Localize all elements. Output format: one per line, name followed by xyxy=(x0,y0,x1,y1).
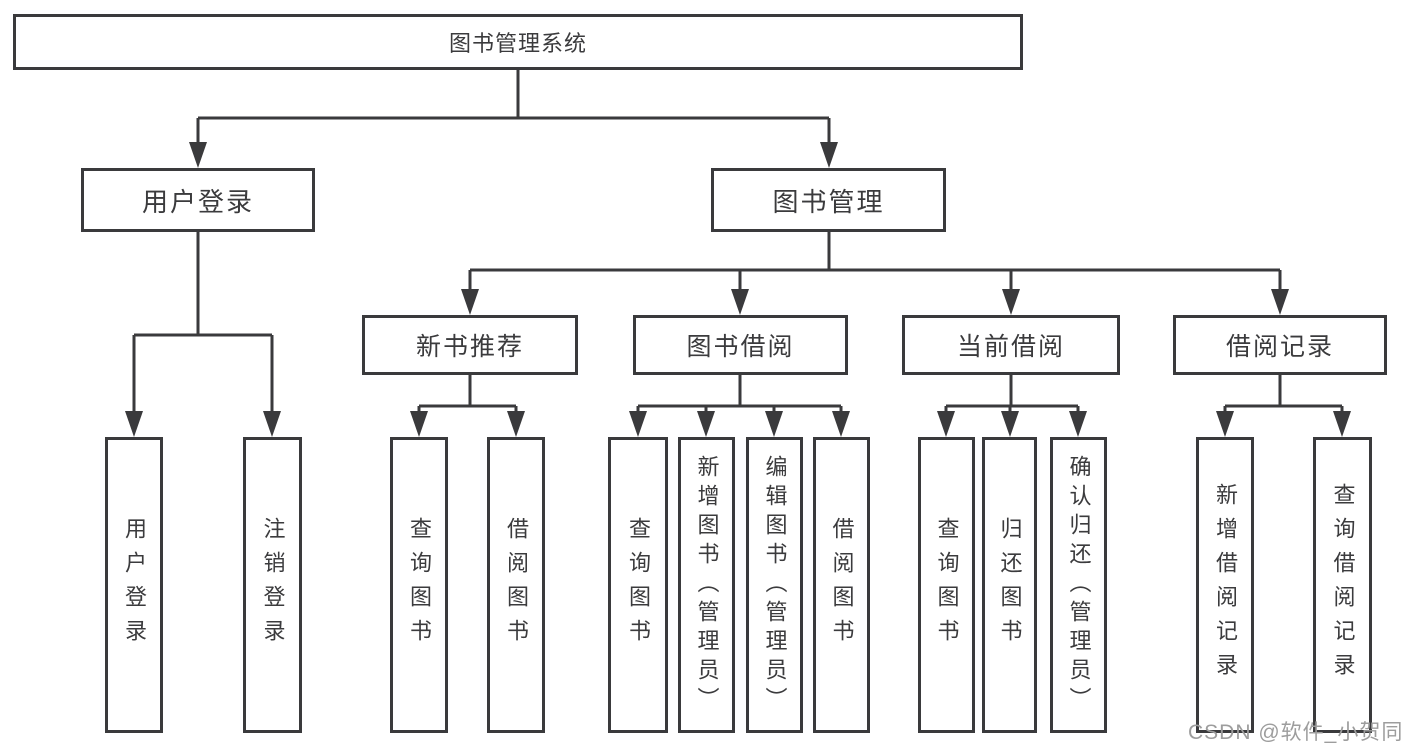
leaf-logout: 注销登录 xyxy=(243,437,302,733)
node-label: 归还图书 xyxy=(997,517,1023,653)
arrowhead xyxy=(1333,411,1351,437)
leaf-borrow-books: 借阅图书 xyxy=(813,437,870,733)
arrowhead xyxy=(1069,411,1087,437)
arrowhead xyxy=(263,411,281,437)
node-label: 查询图书 xyxy=(626,517,651,653)
leaf-confirm-return-admin: 确认归还（管理员） xyxy=(1050,437,1107,733)
node-label: 编辑图书（管理员） xyxy=(762,454,788,716)
leaf-query-books-recommend: 查询图书 xyxy=(390,437,448,733)
arrowhead xyxy=(629,411,647,437)
arrowhead xyxy=(1001,411,1019,437)
leaf-query-borrow-record: 查询借阅记录 xyxy=(1313,437,1372,733)
connector-root-to-level2 xyxy=(196,70,831,146)
node-book-borrow: 图书借阅 xyxy=(633,315,848,375)
node-user-login: 用户登录 xyxy=(81,168,315,232)
node-label: 查询借阅记录 xyxy=(1330,483,1356,687)
arrowhead xyxy=(461,289,479,315)
node-label: 图书管理 xyxy=(772,186,885,217)
arrowhead xyxy=(697,411,715,437)
arrowhead xyxy=(1271,289,1289,315)
arrowhead xyxy=(937,411,955,437)
node-label: 当前借阅 xyxy=(956,333,1065,361)
node-current-borrow: 当前借阅 xyxy=(902,315,1120,375)
connector-borrow-records-to-leaves xyxy=(1223,375,1344,415)
connector-new-book-to-leaves xyxy=(417,375,518,415)
leaf-return-book: 归还图书 xyxy=(982,437,1037,733)
arrowhead xyxy=(507,411,525,437)
leaf-add-book-admin: 新增图书（管理员） xyxy=(678,437,735,733)
node-label: 确认归还（管理员） xyxy=(1066,454,1092,716)
arrowhead xyxy=(125,411,143,437)
node-label: 新增图书（管理员） xyxy=(694,454,720,716)
node-label: 查询图书 xyxy=(934,517,960,653)
arrowhead xyxy=(820,142,838,168)
node-label: 用户登录 xyxy=(141,186,254,217)
arrowhead xyxy=(189,142,207,168)
node-label: 借阅图书 xyxy=(829,517,855,653)
node-label: 新书推荐 xyxy=(415,333,524,361)
node-book-management: 图书管理 xyxy=(711,168,946,232)
leaf-query-books-borrow: 查询图书 xyxy=(608,437,668,733)
node-label: 查询图书 xyxy=(407,517,432,653)
leaf-user-login: 用户登录 xyxy=(105,437,163,733)
arrowhead xyxy=(765,411,783,437)
node-new-book-recommend: 新书推荐 xyxy=(362,315,578,375)
leaf-query-books-current: 查询图书 xyxy=(918,437,975,733)
arrowhead xyxy=(1216,411,1234,437)
arrowhead xyxy=(832,411,850,437)
arrowhead xyxy=(1002,289,1020,315)
leaf-add-borrow-record: 新增借阅记录 xyxy=(1196,437,1254,733)
arrowhead xyxy=(410,411,428,437)
connector-current-borrow-to-leaves xyxy=(944,375,1080,415)
leaf-edit-book-admin: 编辑图书（管理员） xyxy=(746,437,803,733)
node-label: 图书管理系统 xyxy=(448,31,587,56)
node-label: 注销登录 xyxy=(260,517,286,653)
node-label: 借阅图书 xyxy=(504,517,529,653)
node-label: 新增借阅记录 xyxy=(1213,483,1238,687)
csdn-watermark: CSDN @软件_小贺同学 xyxy=(1188,721,1404,744)
connector-book-borrow-to-leaves xyxy=(636,375,843,415)
leaf-borrow-books-recommend: 借阅图书 xyxy=(487,437,545,733)
node-label: 用户登录 xyxy=(122,517,147,653)
node-label: 图书借阅 xyxy=(686,333,795,361)
node-borrow-records: 借阅记录 xyxy=(1173,315,1387,375)
node-book-management-system: 图书管理系统 xyxy=(13,14,1023,70)
arrowhead xyxy=(731,289,749,315)
node-label: 借阅记录 xyxy=(1225,333,1334,361)
connector-book-management-to-level3 xyxy=(468,232,1282,292)
connector-user-login-to-leaves xyxy=(132,232,274,415)
